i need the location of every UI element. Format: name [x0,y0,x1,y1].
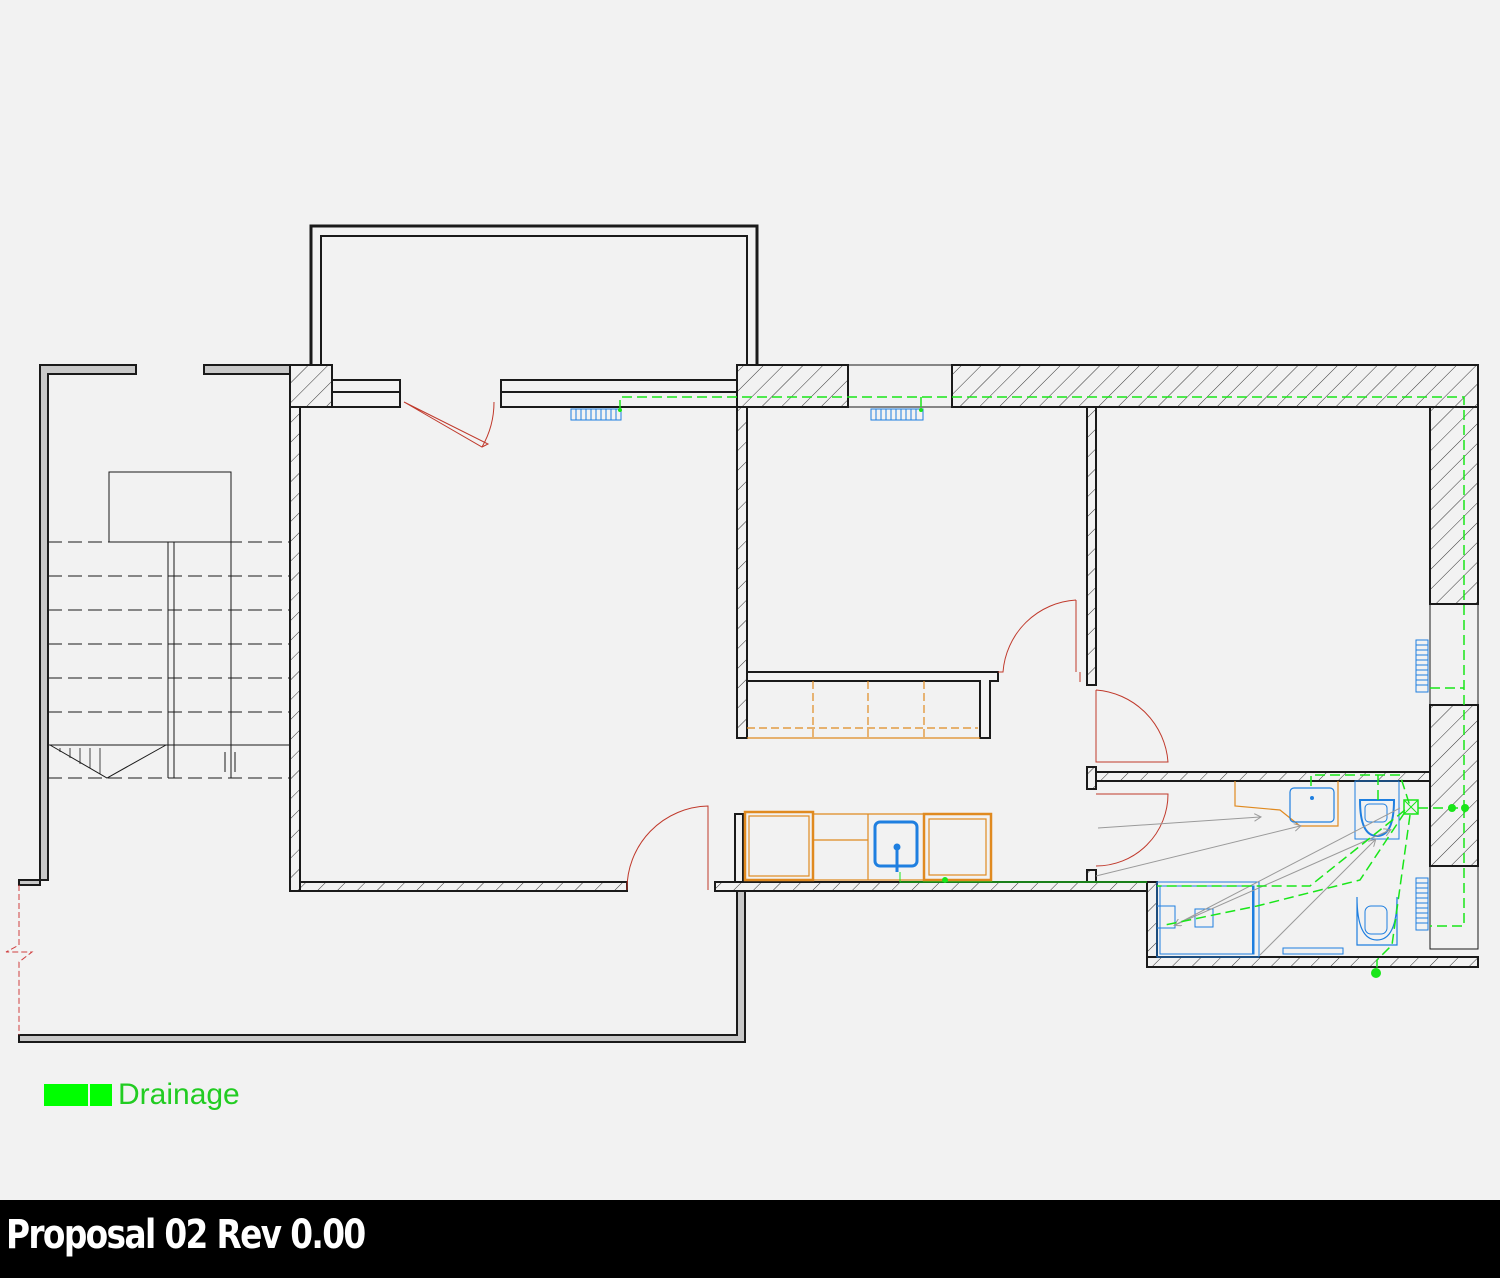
drainage-nodes [618,408,1469,978]
stairwell [18,364,291,886]
kitchen-cabinets [743,681,993,882]
doors [403,401,1169,891]
proposal-title: Proposal 02 Rev 0.00 [6,1212,366,1258]
legend-label-drainage: Drainage [118,1078,240,1111]
bathroom-fixtures [1156,780,1419,958]
legend: Drainage [44,1078,240,1112]
flow-arrows [1095,807,1401,956]
balcony [309,224,759,365]
floor-plan-drawing [5,224,1479,1043]
radiators [570,408,1429,931]
drainage-swatch [44,1084,112,1106]
kitchen-sink [873,820,919,872]
entrance-lobby [5,885,746,1043]
interior-walls [331,364,1479,950]
footer-bar: Proposal 02 Rev 0.00 [0,1200,1500,1278]
hatched-walls [289,364,1479,968]
drainage-lines [619,396,1465,975]
